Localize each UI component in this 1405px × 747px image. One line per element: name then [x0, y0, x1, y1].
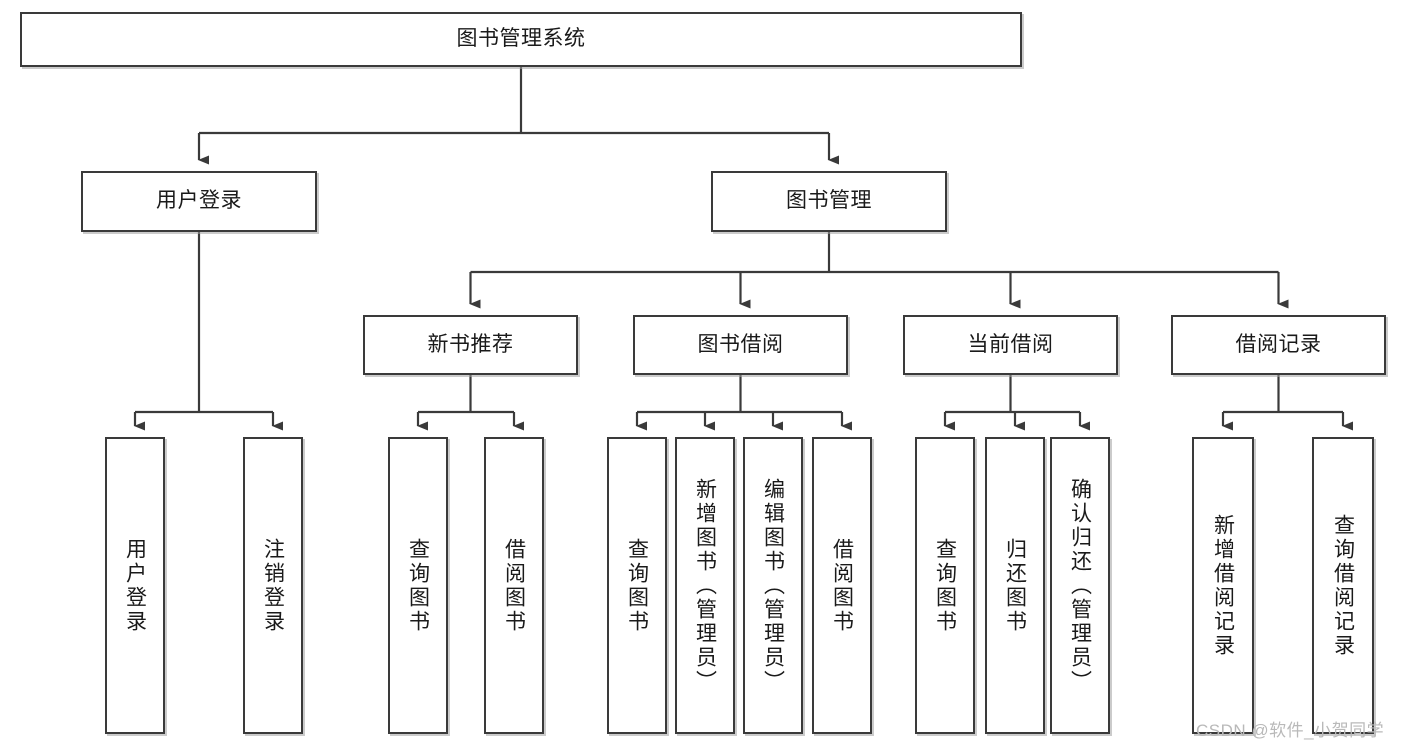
node-label: 借阅图书: [502, 537, 526, 634]
node-label: 借阅记录: [1235, 332, 1322, 356]
node-label: 图书管理系统: [456, 27, 586, 51]
node-leaf-b-add[interactable]: 新增图书（管理员）: [675, 437, 735, 734]
node-leaf-b-borrow[interactable]: 借阅图书: [812, 437, 872, 734]
node-l1-user[interactable]: 用户登录: [81, 171, 317, 232]
node-label: 当前借阅: [967, 332, 1054, 356]
node-label: 查询图书: [625, 537, 649, 634]
node-leaf-r-add[interactable]: 新增借阅记录: [1192, 437, 1254, 734]
node-label: 查询图书: [406, 537, 430, 634]
node-l2-new[interactable]: 新书推荐: [363, 315, 578, 375]
node-label: 用户登录: [123, 537, 147, 634]
node-root[interactable]: 图书管理系统: [20, 12, 1022, 67]
node-label: 图书管理: [786, 189, 872, 213]
node-label: 新增图书（管理员）: [693, 477, 717, 694]
node-l1-book[interactable]: 图书管理: [711, 171, 947, 232]
node-leaf-r-query[interactable]: 查询借阅记录: [1312, 437, 1374, 734]
node-leaf-user-login[interactable]: 用户登录: [105, 437, 165, 734]
node-label: 借阅图书: [830, 537, 854, 634]
node-label: 用户登录: [156, 189, 242, 213]
node-leaf-c-confirm[interactable]: 确认归还（管理员）: [1050, 437, 1110, 734]
node-leaf-c-query[interactable]: 查询图书: [915, 437, 975, 734]
node-l2-record[interactable]: 借阅记录: [1171, 315, 1386, 375]
node-label: 新书推荐: [427, 332, 514, 356]
node-l2-current[interactable]: 当前借阅: [903, 315, 1118, 375]
node-label: 查询借阅记录: [1331, 513, 1355, 658]
node-label: 新增借阅记录: [1211, 513, 1235, 658]
node-leaf-user-logout[interactable]: 注销登录: [243, 437, 303, 734]
node-l2-borrow[interactable]: 图书借阅: [633, 315, 848, 375]
node-leaf-b-edit[interactable]: 编辑图书（管理员）: [743, 437, 803, 734]
node-label: 确认归还（管理员）: [1068, 477, 1092, 694]
node-label: 编辑图书（管理员）: [761, 477, 785, 694]
node-label: 查询图书: [933, 537, 957, 634]
node-label: 注销登录: [261, 537, 285, 634]
node-label: 归还图书: [1003, 537, 1027, 634]
node-label: 图书借阅: [697, 332, 784, 356]
node-leaf-new-borrow[interactable]: 借阅图书: [484, 437, 544, 734]
node-leaf-new-query[interactable]: 查询图书: [388, 437, 448, 734]
node-leaf-c-return[interactable]: 归还图书: [985, 437, 1045, 734]
node-leaf-b-query[interactable]: 查询图书: [607, 437, 667, 734]
